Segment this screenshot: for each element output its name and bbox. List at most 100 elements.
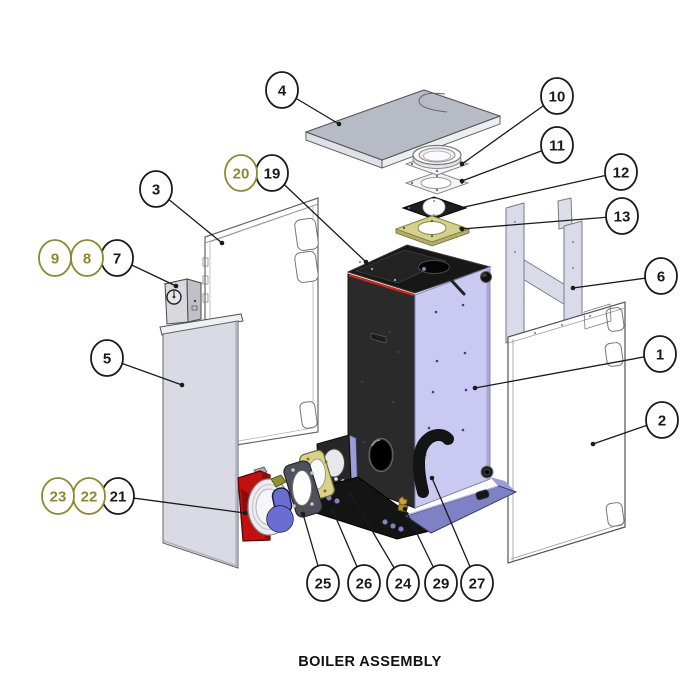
balloon-5: 5 [90,339,124,377]
left-panel-hinge-marks [202,257,209,303]
balloon-circle-10 [540,77,574,115]
balloon-6: 6 [644,257,678,295]
dark-face-dots [358,310,400,444]
burner-pump [266,487,294,533]
boiler-body [346,244,494,509]
balloon-number-21: 21 [110,489,127,506]
top-panel-knockout [418,92,448,113]
leader-dot-5 [179,382,185,388]
leader-line-1 [474,353,661,389]
flue-collar [404,144,470,176]
front-panel-face [162,320,239,569]
balloon-24: 24 [386,564,420,602]
burner [237,466,294,542]
boiler-side-lavender-face [414,266,491,509]
door-handle [413,429,454,498]
balloon-7: 7 [100,239,134,277]
sight-hole-rim [368,437,394,473]
balloon-9: 9 [38,239,72,277]
balloon-circle-1 [643,335,677,373]
diagram-title: BOILER ASSEMBLY [298,654,442,670]
balloon-number-24: 24 [395,576,412,593]
top-panel-face [304,89,502,161]
balloon-circle-13 [605,197,639,235]
leader-dot-13 [459,226,465,232]
balloon-number-10: 10 [549,89,566,106]
balloon-number-26: 26 [356,576,373,593]
balloon-1: 1 [643,335,677,373]
balloon-circle-25 [306,564,340,602]
balloon-2: 2 [645,401,679,439]
balloon-number-4: 4 [278,83,287,100]
leader-dot-25 [300,511,306,517]
right-side-panel [507,301,626,564]
balloon-number-3: 3 [152,182,160,199]
balloon-number-12: 12 [613,165,630,182]
balloon-number-29: 29 [433,576,450,593]
balloon-11: 11 [540,126,574,164]
leader-dot-24 [348,492,354,498]
flue-hole [418,260,450,274]
top-knob [480,271,492,283]
balloon-number-23: 23 [50,489,67,506]
balloon-number-6: 6 [657,269,665,286]
balloon-circle-12 [604,153,638,191]
red-trim-line [348,273,415,297]
balloon-circle-29 [424,564,458,602]
leader-line-21 [117,495,246,514]
balloon-20: 20 [224,154,258,192]
balloon-circle-20 [224,154,258,192]
front-panel-cap [159,313,244,336]
front-left-panel [159,313,244,569]
flue-collar-stack [394,144,471,247]
balloon-22: 22 [72,477,106,515]
leader-dot-7 [173,283,179,289]
leader-dot-19 [363,259,369,265]
balloon-29: 29 [424,564,458,602]
balloon-circle-2 [645,401,679,439]
leader-line-13 [461,215,623,230]
balloon-number-9: 9 [51,251,59,268]
leader-dot-3 [219,240,225,246]
balloon-21: 21 [101,477,135,515]
balloon-27: 27 [460,564,494,602]
balloon-circle-4 [265,71,299,109]
support-frame-crossbar [520,257,568,307]
vent-slash [450,279,466,296]
balloon-number-8: 8 [83,251,91,268]
balloon-number-13: 13 [614,209,631,226]
top-screws [358,260,397,282]
top-panel [304,89,502,169]
base-slot [475,489,490,501]
leader-dot-1 [472,385,478,391]
left-panel-cutouts [294,217,319,429]
burner-flange-bolts [291,468,314,508]
leader-line-19 [271,172,367,263]
balloon-circle-23 [41,477,75,515]
balloon-number-2: 2 [658,413,666,430]
base-top-sliver [490,477,516,492]
balloon-10: 10 [540,77,574,115]
support-frame-holes [514,221,574,269]
leader-dot-29 [402,506,408,512]
leader-dot-6 [570,285,576,291]
leader-dot-2 [590,441,596,447]
leader-line-27 [431,477,478,584]
balloon-circle-27 [460,564,494,602]
balloon-4: 4 [265,71,299,109]
leader-dot-12 [457,205,463,211]
balloon-number-25: 25 [315,576,332,593]
balloon-26: 26 [347,564,381,602]
balloon-number-19: 19 [264,166,281,183]
leader-line-10 [461,95,558,165]
top-cleaning-cover [354,249,448,284]
balloon-3: 3 [139,170,173,208]
balloon-number-11: 11 [549,138,565,155]
balloon-25: 25 [306,564,340,602]
balloon-circle-6 [644,257,678,295]
thermostat-box [163,278,203,325]
leader-dot-26 [330,508,336,514]
